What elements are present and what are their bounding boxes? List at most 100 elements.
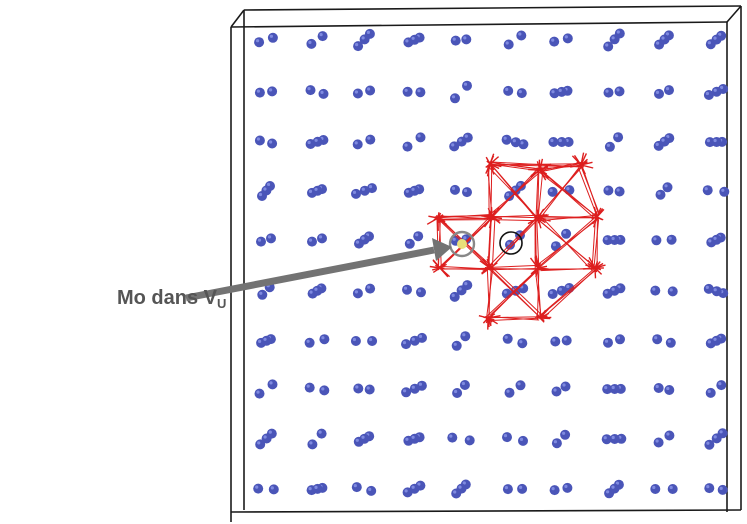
atom-highlight bbox=[720, 85, 724, 90]
atom-highlight bbox=[368, 185, 373, 189]
cluster-spike bbox=[426, 217, 439, 225]
atom-pair bbox=[403, 184, 425, 198]
atom-highlight bbox=[652, 287, 656, 291]
atom-highlight bbox=[318, 235, 323, 239]
atom-highlight bbox=[706, 139, 711, 143]
atom bbox=[549, 485, 560, 496]
atom bbox=[666, 234, 677, 245]
atom-highlight bbox=[453, 490, 457, 494]
cluster-edge bbox=[437, 214, 491, 219]
atom-highlight bbox=[259, 291, 263, 295]
atom-highlight bbox=[605, 187, 609, 191]
cluster-spike bbox=[437, 217, 444, 221]
atom-pair bbox=[452, 380, 470, 398]
atom-highlight bbox=[352, 190, 357, 194]
atom-highlight bbox=[718, 382, 722, 386]
atom-highlight bbox=[517, 182, 522, 186]
cluster-spike bbox=[491, 209, 497, 218]
atom-highlight bbox=[451, 293, 455, 297]
atom-highlight bbox=[604, 237, 608, 241]
atom-highlight bbox=[366, 386, 370, 390]
atom-pair bbox=[254, 86, 278, 98]
atom-pair bbox=[351, 482, 377, 496]
atom-pair bbox=[705, 380, 727, 398]
cluster-spike bbox=[537, 265, 548, 269]
atom bbox=[352, 139, 363, 150]
atom-pair bbox=[502, 432, 528, 446]
atom-pair bbox=[654, 30, 674, 50]
atom-pair bbox=[604, 479, 624, 499]
atom bbox=[462, 187, 472, 198]
atom bbox=[662, 182, 673, 193]
cluster-spike bbox=[439, 263, 446, 269]
atom-highlight bbox=[314, 287, 318, 291]
atom bbox=[456, 483, 467, 494]
atom-highlight bbox=[519, 340, 523, 344]
cluster-spike bbox=[580, 161, 593, 166]
cluster-spike bbox=[537, 214, 549, 219]
atom-pair bbox=[650, 285, 678, 297]
atom-pair bbox=[353, 383, 375, 395]
atom bbox=[547, 289, 558, 299]
atom-pair bbox=[702, 185, 730, 197]
atom-highlight bbox=[506, 241, 511, 245]
atom bbox=[447, 432, 458, 443]
atom-highlight bbox=[321, 336, 325, 340]
atom-pair bbox=[352, 85, 376, 99]
atom-pair bbox=[503, 30, 527, 50]
atom-highlight bbox=[566, 284, 570, 289]
atom-highlight bbox=[604, 386, 608, 390]
cluster-spike bbox=[432, 259, 441, 269]
atom bbox=[510, 137, 521, 148]
cluster-spike bbox=[596, 208, 605, 218]
atom-pair bbox=[602, 234, 626, 246]
box-edge-top-left-diagonal bbox=[230, 9, 245, 28]
atom bbox=[653, 437, 664, 448]
atom bbox=[254, 87, 265, 98]
atom bbox=[659, 136, 670, 147]
cluster-edge bbox=[488, 264, 542, 268]
atom bbox=[351, 482, 362, 493]
atom-pair bbox=[703, 283, 729, 299]
cluster-spike bbox=[487, 256, 491, 269]
atom-pair bbox=[351, 183, 377, 199]
atom bbox=[502, 432, 512, 443]
atom-highlight bbox=[309, 290, 313, 294]
atom-highlight bbox=[270, 486, 274, 490]
cluster-spike bbox=[570, 164, 582, 168]
atom-highlight bbox=[361, 236, 365, 240]
atom bbox=[515, 380, 526, 391]
atom bbox=[609, 384, 620, 394]
cluster-node bbox=[481, 206, 503, 229]
atom-highlight bbox=[308, 238, 313, 242]
atom bbox=[312, 285, 323, 296]
atom bbox=[254, 37, 265, 48]
atom bbox=[401, 387, 412, 398]
atom bbox=[359, 34, 370, 45]
atom bbox=[364, 384, 375, 395]
atom-pair bbox=[401, 380, 427, 398]
atom bbox=[517, 338, 528, 349]
cluster-spike bbox=[530, 267, 539, 275]
atom-pair bbox=[705, 30, 727, 50]
atom bbox=[667, 484, 678, 494]
cluster-node bbox=[479, 256, 498, 275]
cluster-spike bbox=[489, 163, 495, 175]
atom-highlight bbox=[705, 285, 709, 289]
atom-highlight bbox=[707, 340, 711, 344]
atom-pair bbox=[402, 132, 426, 152]
atom-highlight bbox=[354, 90, 358, 94]
atom-pair bbox=[307, 283, 327, 299]
cluster-node bbox=[534, 308, 552, 323]
atom-highlight bbox=[403, 389, 407, 393]
atom-highlight bbox=[361, 36, 365, 40]
atom-highlight bbox=[707, 41, 711, 45]
cluster-edge bbox=[537, 163, 585, 217]
atom-highlight bbox=[461, 381, 465, 386]
atom bbox=[365, 134, 376, 145]
atom bbox=[517, 483, 528, 494]
atom-highlight bbox=[706, 441, 710, 445]
atom bbox=[704, 483, 715, 494]
atom-highlight bbox=[611, 385, 615, 390]
cluster-spike bbox=[537, 217, 542, 229]
